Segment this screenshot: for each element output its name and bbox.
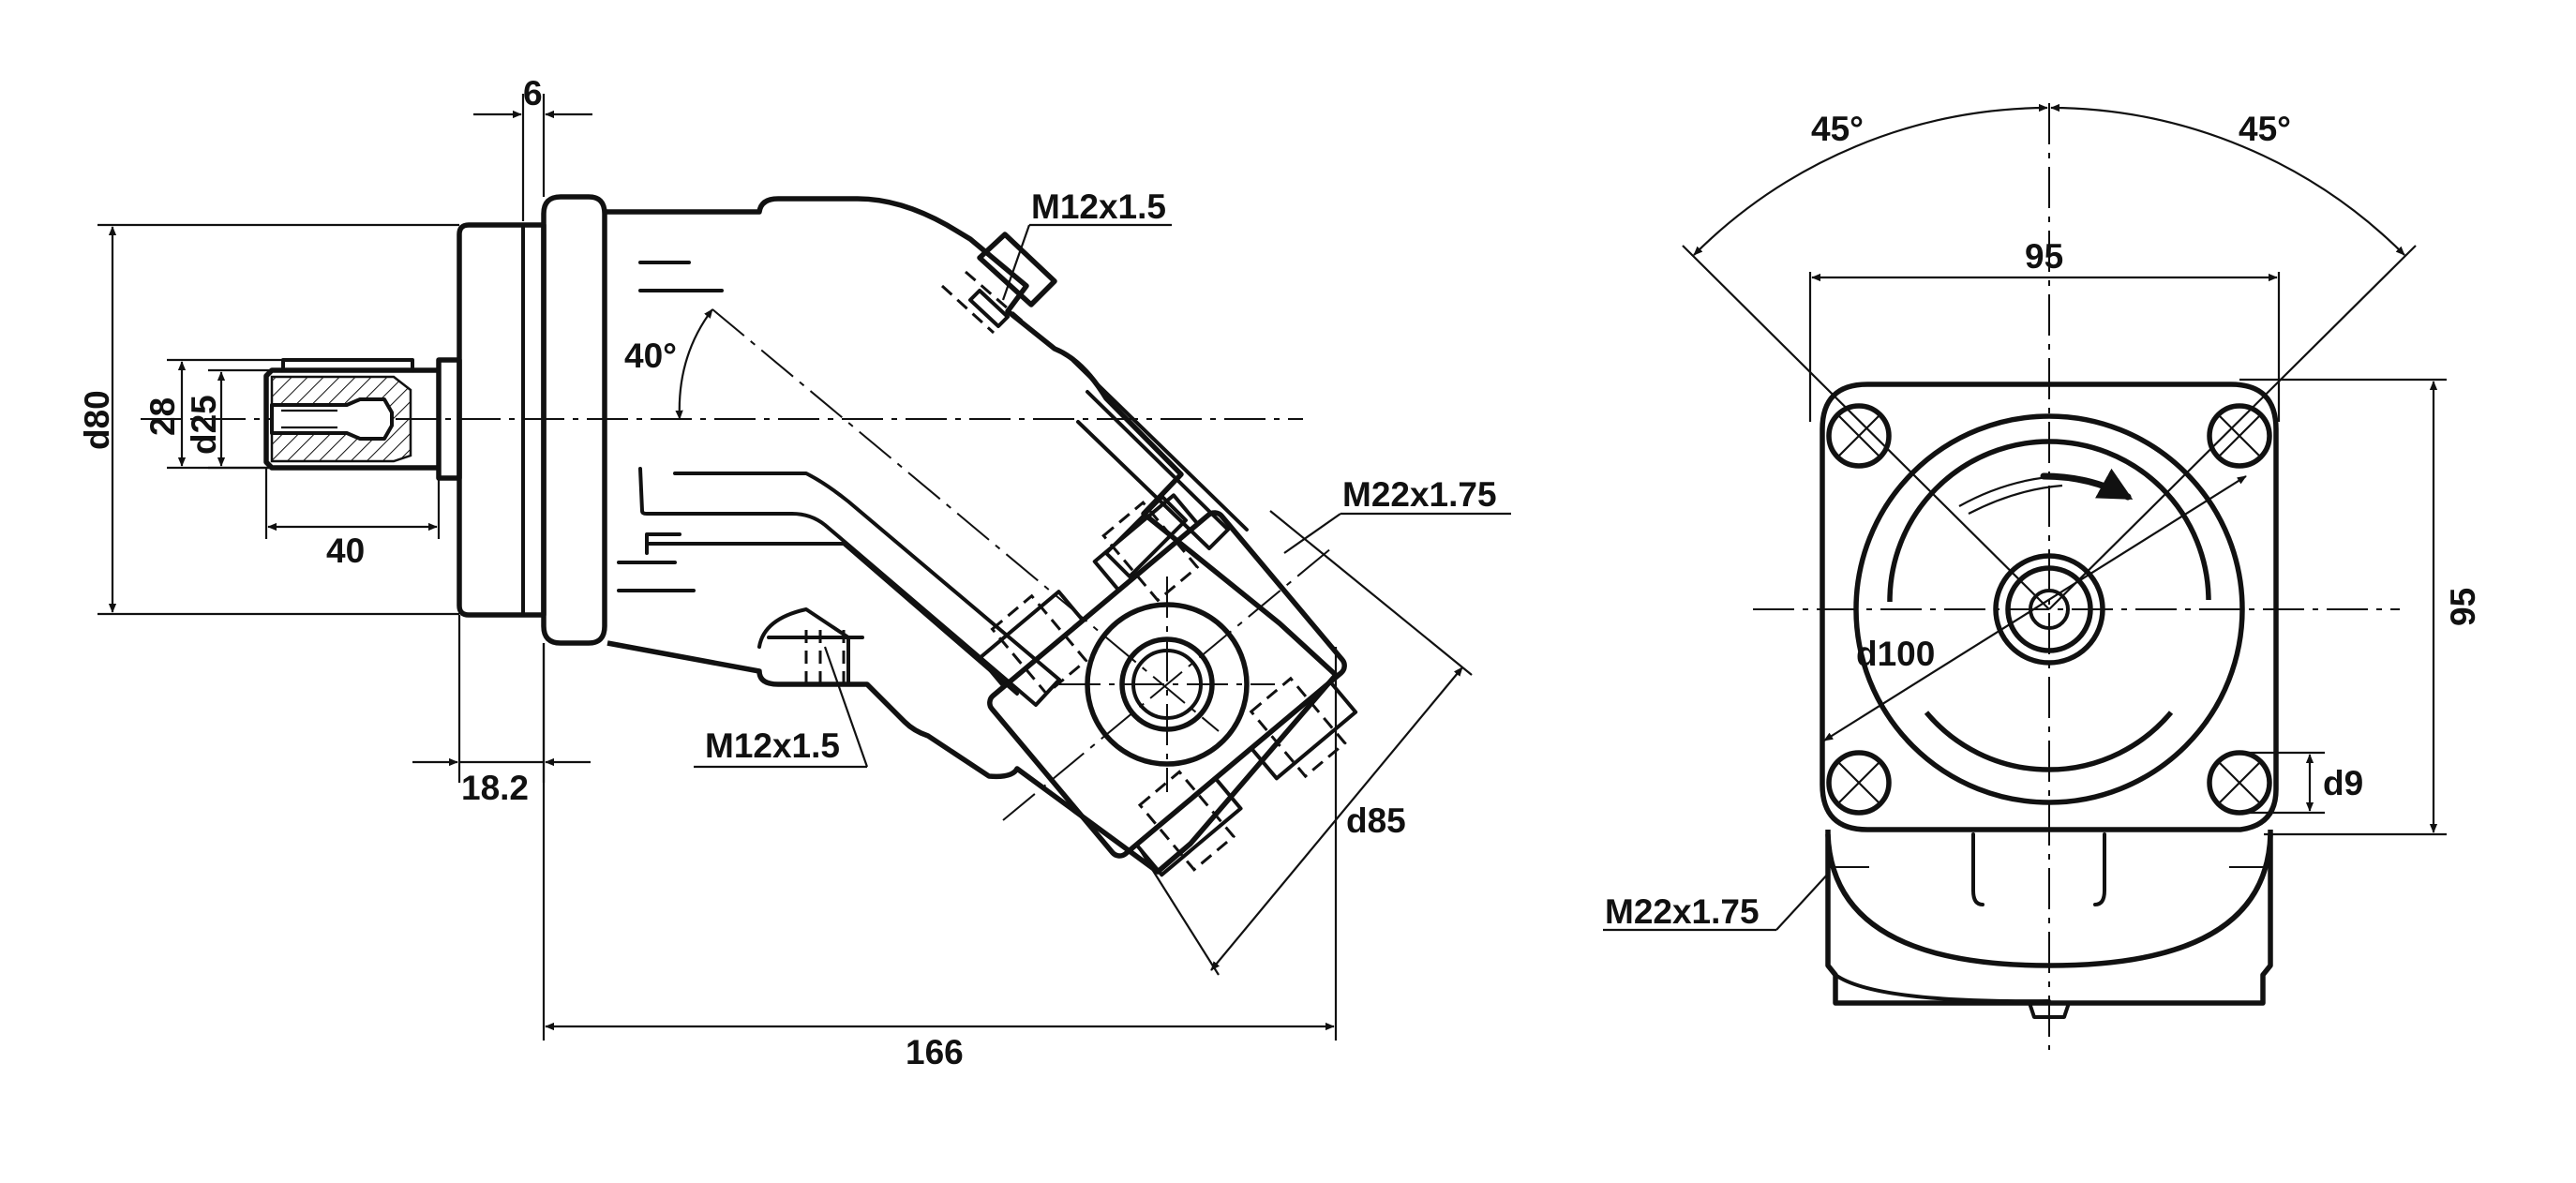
dim-bent-axis-angle-label: 40° (624, 337, 677, 375)
callout-main-port-side: M22x1.75 (1283, 475, 1511, 554)
dim-port-flange-diameter: d85 (1138, 510, 1473, 976)
pump-housing (605, 196, 1339, 875)
mount-holes (1826, 403, 2272, 816)
dim-shaft-diameter-label: d25 (185, 395, 223, 455)
dim-hole-spacing-vertical-label: 95 (2444, 588, 2482, 626)
pilot-collar (457, 222, 547, 618)
callout-drain-port-bottom-label: M12x1.5 (705, 726, 840, 765)
dim-pilot-offset-label: 18.2 (461, 769, 529, 807)
dim-shaft-length-label: 40 (326, 532, 365, 570)
bent-axis-centerline (711, 308, 1220, 732)
dim-hole-spacing-vertical: 95 (2239, 378, 2482, 836)
front-view: 45° 45° 95 95 d9 d1 (1603, 103, 2482, 1050)
dim-angle-right: 45° (2050, 103, 2405, 256)
dim-shaft-diameter: d25 (185, 368, 272, 470)
dim-shaft-length: 40 (264, 469, 441, 570)
side-view: 6 d80 28 d25 40 (78, 74, 1511, 1071)
center-bore (270, 397, 394, 441)
dim-angle-left: 45° (1693, 103, 2048, 256)
dim-port-flange-diameter-label: d85 (1346, 801, 1406, 840)
dim-angle-left-label: 45° (1811, 110, 1864, 148)
callout-drain-port-top-label: M12x1.5 (1031, 187, 1166, 226)
dim-hole-spacing-horizontal: 95 (1808, 237, 2281, 422)
callout-drain-port-top: M12x1.5 (1001, 187, 1172, 301)
dim-mount-hole-diameter-label: d9 (2323, 764, 2363, 802)
dim-flange-thickness-label: 6 (523, 74, 543, 112)
dim-hole-spacing-horizontal-label: 95 (2025, 237, 2063, 276)
dim-bolt-circle-diameter: d100 (1823, 475, 2247, 741)
rotation-arrow-outline (1958, 474, 2063, 515)
dim-bolt-circle-diameter-label: d100 (1856, 635, 1935, 673)
callout-main-port-side-label: M22x1.75 (1342, 475, 1497, 514)
shaft-key (281, 358, 414, 372)
dim-flange-thickness: 6 (473, 74, 592, 221)
dim-key-height-label: 28 (143, 397, 182, 436)
port-head (978, 493, 1358, 877)
callout-main-port-front: M22x1.75 (1603, 871, 1831, 932)
drain-port-top (940, 232, 1057, 335)
dim-angle-right-label: 45° (2239, 110, 2291, 148)
dim-pilot-diameter: d80 (78, 223, 459, 616)
dim-overall-length: 166 (542, 643, 1338, 1071)
callout-drain-port-bottom: M12x1.5 (694, 646, 869, 769)
shaft-collar (436, 357, 462, 481)
dim-mount-hole-diameter: d9 (2239, 751, 2363, 815)
cylinder-block (638, 261, 1061, 707)
dim-pilot-diameter-label: d80 (78, 390, 116, 450)
callout-main-port-front-label: M22x1.75 (1605, 892, 1760, 931)
mounting-flange (541, 194, 607, 646)
front-flange (1820, 382, 2279, 832)
dim-overall-length-label: 166 (906, 1033, 964, 1071)
drain-port-bottom (757, 607, 864, 686)
dim-bent-axis-angle: 40° (624, 308, 713, 420)
